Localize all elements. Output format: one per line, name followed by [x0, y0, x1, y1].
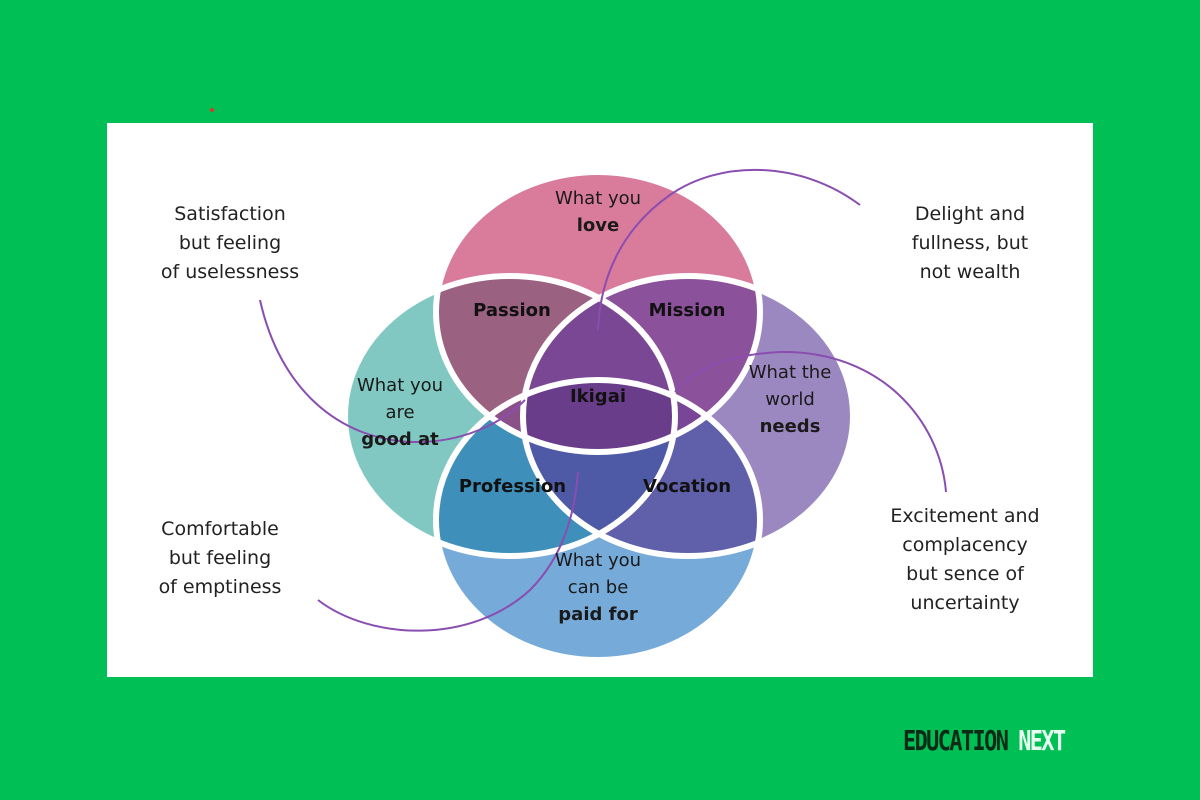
label-passion: Passion: [473, 300, 551, 321]
label-mission: Mission: [648, 300, 726, 321]
logo-part-education: EDUCATION: [903, 724, 1009, 757]
red-dot: [210, 108, 214, 112]
connector-curve-top-right: [597, 168, 861, 331]
label-text: What you are: [356, 375, 444, 423]
label-bold: needs: [759, 416, 821, 437]
label-text: What you: [554, 188, 642, 209]
label-profession: Profession: [458, 476, 567, 497]
connector-curve-right: [674, 350, 947, 493]
note-delight: Delight and fullness, but not wealth: [911, 203, 1029, 283]
label-text: What you can be: [554, 550, 642, 598]
connector-curve-top-left: [259, 299, 526, 444]
note-satisfaction: Satisfaction but feeling of uselessness: [160, 203, 300, 283]
region-three-way-top: [523, 276, 675, 452]
label-bold: love: [576, 215, 620, 236]
label-ikigai: Ikigai: [569, 386, 627, 407]
label-bold: good at: [361, 429, 439, 450]
label-what-you-love: What you love: [528, 185, 668, 239]
label-vocation: Vocation: [642, 476, 732, 497]
label-what-you-are-good-at: What you are good at: [340, 372, 460, 453]
label-bold: paid for: [558, 604, 638, 625]
label-what-you-can-be-paid-for: What you can be paid for: [528, 547, 668, 628]
label-text: What the world: [748, 362, 832, 410]
logo-part-next: NEXT: [1018, 724, 1066, 757]
label-what-the-world-needs: What the world needs: [735, 359, 845, 440]
region-three-way-left: [436, 380, 675, 452]
region-three-way-bottom: [523, 380, 675, 556]
note-excitement: Excitement and complacency but sence of …: [890, 505, 1040, 614]
note-comfortable: Comfortable but feeling of emptiness: [158, 518, 282, 598]
education-next-logo: EDUCATION NEXT: [903, 724, 1066, 757]
region-three-way-right: [523, 380, 760, 452]
connector-curve-bottom-left: [317, 471, 579, 632]
